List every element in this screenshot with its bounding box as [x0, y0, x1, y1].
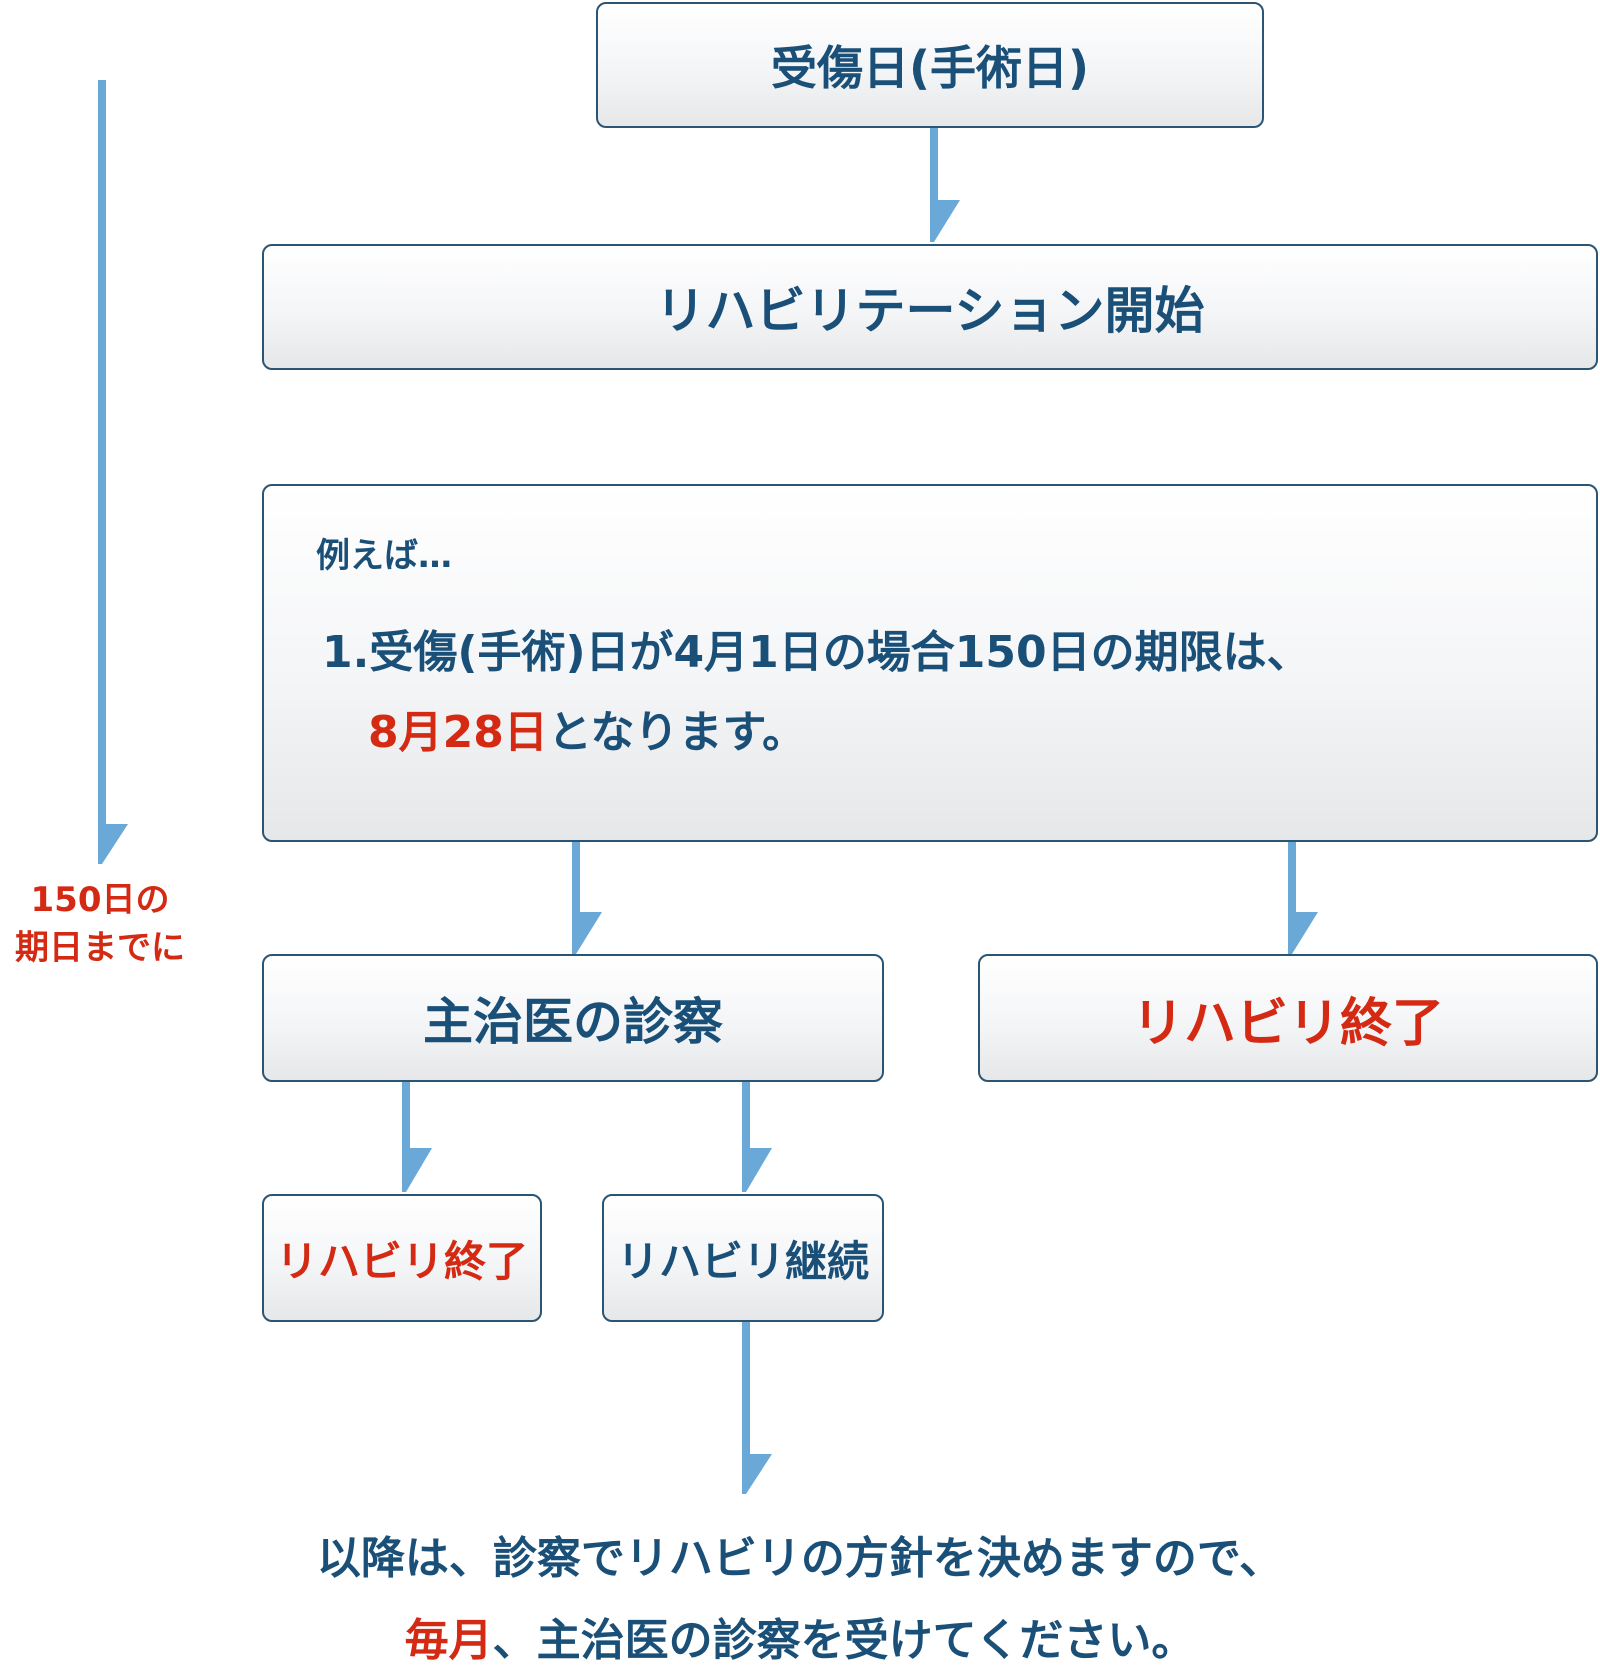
example-line-2-rest: となります。: [547, 707, 807, 758]
rehab-start-box: リハビリテーション開始: [262, 244, 1598, 370]
arrow-exam-to-continue: [742, 1082, 772, 1192]
timeline-label-line-1: 150日の: [30, 880, 170, 920]
rehab-start-label: リハビリテーション開始: [655, 282, 1205, 340]
arrow-example-to-exam: [572, 840, 602, 954]
rehab-end-right-label: リハビリ終了: [1131, 993, 1444, 1054]
monthly-highlight: 毎月: [404, 1615, 493, 1666]
deadline-date: 8月28日: [368, 707, 548, 758]
example-box: 例えば… 1.受傷(手術)日が4月1日の場合150日の期限は、 8月28日となり…: [262, 484, 1598, 842]
example-line-2: 8月28日となります。: [368, 696, 806, 760]
arrow-continue-to-note: [742, 1322, 772, 1494]
timeline-arrow: [98, 80, 128, 864]
bottom-note-line-1: 以降は、診察でリハビリの方針を決めますので、: [316, 1533, 1284, 1584]
bottom-note-line-2-rest: 、主治医の診察を受けてください。: [492, 1615, 1196, 1666]
timeline-label-line-2: 期日までに: [15, 928, 185, 968]
rehab-end-right-box: リハビリ終了: [978, 954, 1598, 1082]
example-line-1: 1.受傷(手術)日が4月1日の場合150日の期限は、: [322, 627, 1311, 678]
arrow-exam-to-end: [402, 1082, 432, 1192]
bottom-note-line-2: 毎月、主治医の診察を受けてください。: [0, 1604, 1600, 1668]
example-intro: 例えば…: [316, 536, 452, 576]
timeline-label: 150日の 期日までに: [0, 876, 200, 972]
rehab-end-left-box: リハビリ終了: [262, 1194, 542, 1322]
rehab-continue-box: リハビリ継続: [602, 1194, 884, 1322]
rehab-end-left-label: リハビリ終了: [275, 1236, 528, 1286]
injury-date-label: 受傷日(手術日): [770, 41, 1090, 95]
rehab-continue-label: リハビリ継続: [616, 1236, 869, 1286]
arrow-example-to-end: [1288, 840, 1318, 954]
doctor-exam-box: 主治医の診察: [262, 954, 884, 1082]
arrow-injury-to-rehab: [930, 128, 960, 242]
injury-date-box: 受傷日(手術日): [596, 2, 1264, 128]
doctor-exam-label: 主治医の診察: [423, 993, 723, 1051]
